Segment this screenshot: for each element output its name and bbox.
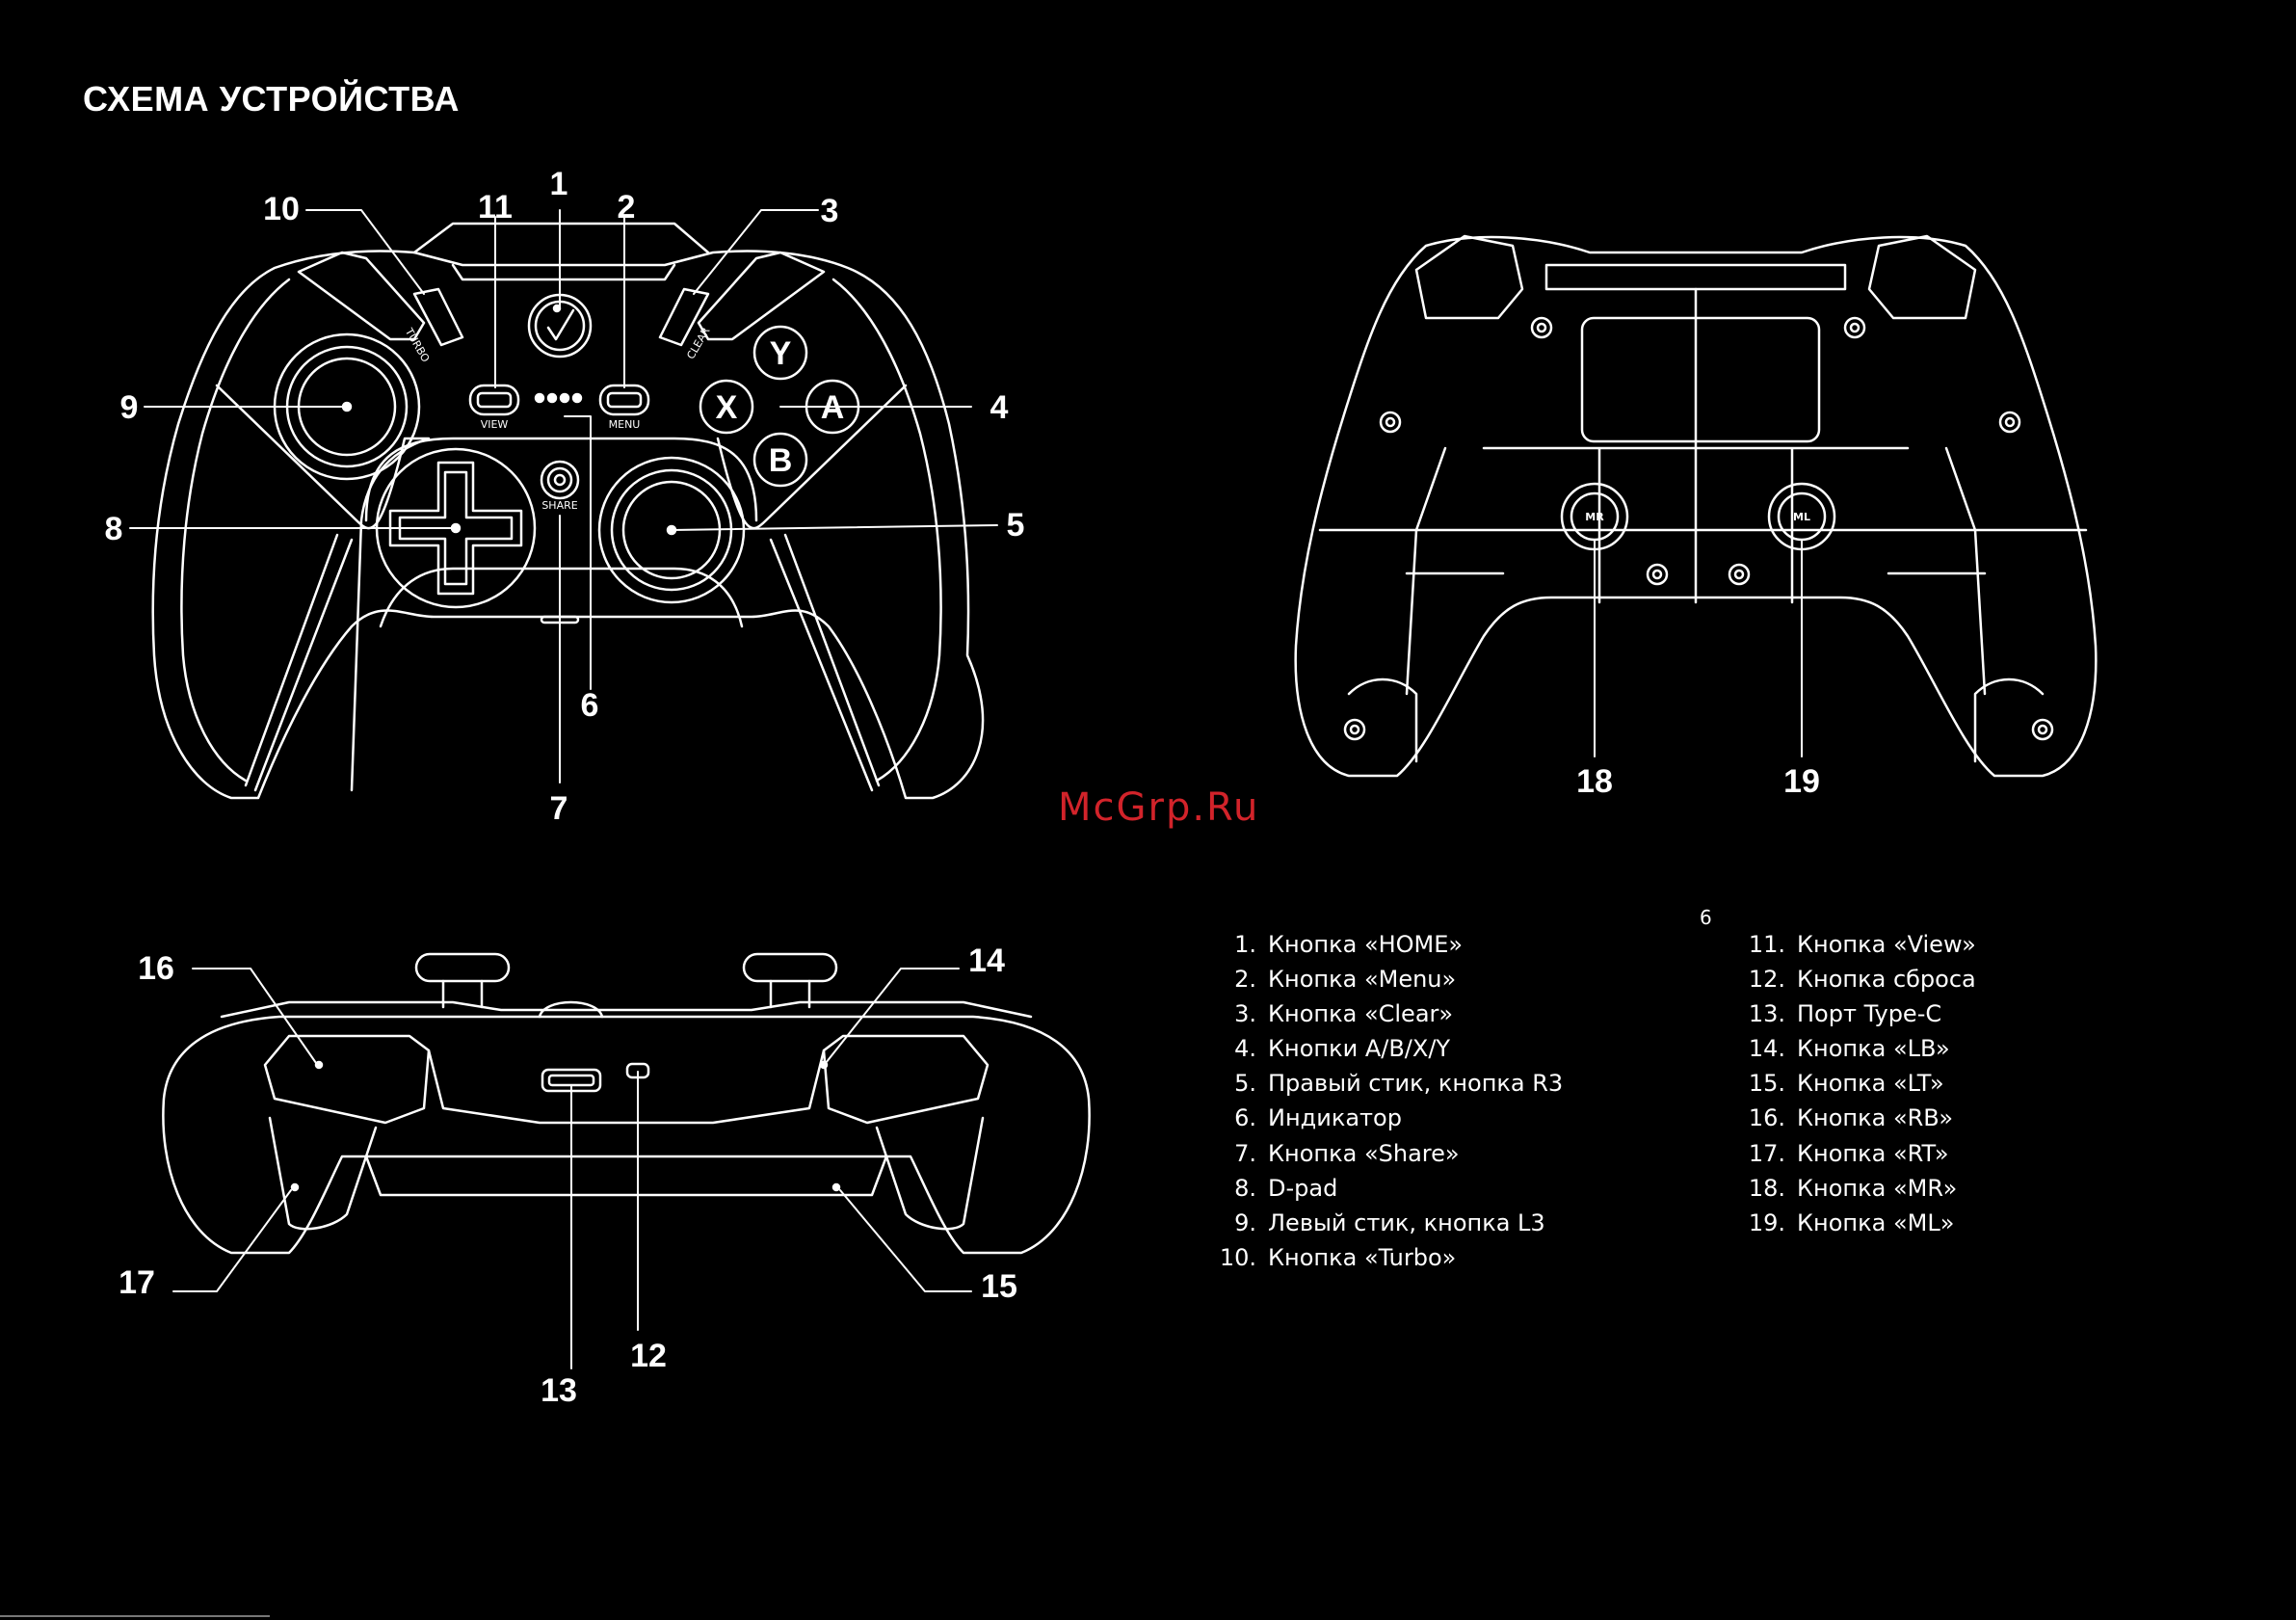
legend-item: 4.Кнопки A/B/X/Y [1234,1035,1451,1063]
legend-item: 6.Индикатор [1234,1104,1402,1132]
legend-item: 14.Кнопка «LB» [1748,1035,1950,1063]
callout-10: 10 [263,191,300,227]
legend-item: 1.Кнопка «HOME» [1234,931,1464,958]
page-number: 6 [1700,906,1712,929]
turbo-button-label: TURBO [402,325,432,364]
front-callout-lines [129,209,998,783]
legend-item: 8.D-pad [1234,1174,1338,1202]
front-face-labels: Y X A B VIEW MENU SHARE TURBO CLEAR [402,325,844,512]
legend-item: 12.Кнопка сброса [1748,966,1976,994]
page-title: СХЕМА УСТРОЙСТВА [83,79,460,119]
page-bottom-rule [0,1615,270,1617]
callout-4: 4 [990,389,1009,426]
callout-1: 1 [550,166,568,202]
ml-paddle-label: ML [1793,511,1810,523]
x-button-label: X [716,389,738,426]
legend-item: 2.Кнопка «Menu» [1234,966,1457,994]
share-button-label: SHARE [541,499,577,512]
top-callouts: 16 14 17 15 13 12 [119,943,1017,1409]
callout-8: 8 [105,511,123,547]
b-button-label: B [769,442,793,479]
legend-item: 13.Порт Type-C [1748,1000,1942,1028]
legend-item: 3.Кнопка «Clear» [1234,1000,1454,1028]
legend-item: 5.Правый стик, кнопка R3 [1234,1070,1564,1098]
legend-item: 15.Кнопка «LT» [1748,1070,1944,1098]
callout-16: 16 [138,950,174,987]
legend-right-list: 11.Кнопка «View» 12.Кнопка сброса 13.Пор… [1735,927,1976,1240]
top-view-controller [162,952,1091,1369]
front-callouts: 1 2 3 4 5 6 7 8 9 10 11 [105,166,1025,827]
legend-item: 10.Кнопка «Turbo» [1219,1243,1457,1271]
watermark: McGrp.Ru [1058,785,1260,830]
callout-13: 13 [541,1372,577,1409]
callout-12: 12 [630,1338,667,1374]
callout-18: 18 [1576,763,1613,800]
callout-19: 19 [1783,763,1820,800]
callout-9: 9 [120,389,139,426]
legend-item: 7.Кнопка «Share» [1234,1139,1460,1167]
back-view-controller [1294,234,2098,778]
back-labels: MR ML 18 19 [1576,511,1820,800]
legend-item: 9.Левый стик, кнопка L3 [1234,1208,1545,1236]
legend-item: 19.Кнопка «ML» [1748,1208,1955,1236]
legend-left-list: 1.Кнопка «HOME» 2.Кнопка «Menu» 3.Кнопка… [1206,927,1563,1275]
menu-button-label: MENU [609,418,641,431]
callout-6: 6 [581,687,599,724]
legend-item: 11.Кнопка «View» [1748,931,1976,958]
y-button-label: Y [770,335,792,372]
callout-3: 3 [821,193,839,229]
callout-2: 2 [618,189,636,226]
callout-7: 7 [550,790,568,827]
callout-15: 15 [981,1268,1017,1305]
callout-5: 5 [1007,507,1025,544]
view-button-label: VIEW [481,418,509,431]
legend-item: 16.Кнопка «RB» [1748,1104,1954,1132]
callout-11: 11 [478,189,513,226]
callout-14: 14 [968,943,1005,979]
mr-paddle-label: MR [1585,511,1604,523]
callout-17: 17 [119,1264,155,1301]
legend-item: 18.Кнопка «MR» [1748,1174,1958,1202]
legend-item: 17.Кнопка «RT» [1748,1139,1949,1167]
